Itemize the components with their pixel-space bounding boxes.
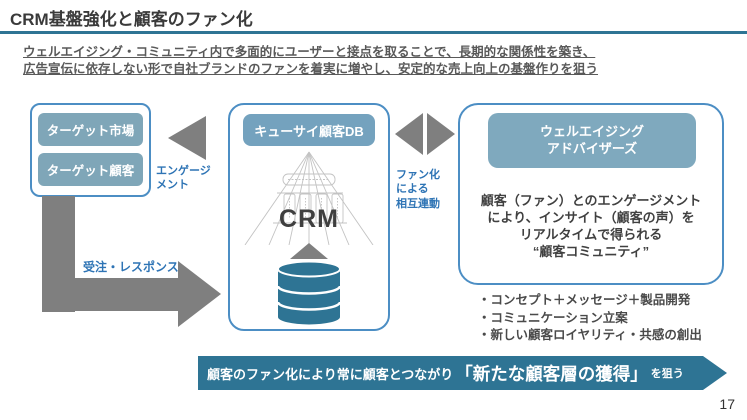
database-icon	[276, 260, 342, 325]
banner-arrow-icon	[703, 356, 727, 390]
advisors-description: 顧客（ファン）とのエンゲージメント により、インサイト（顧客の声）を リアルタイ…	[480, 193, 702, 259]
outcome-bullet-list: ・コンセプト＋メッセージ＋製品開発 ・コミュニケーション立案 ・新しい顧客ロイヤ…	[478, 292, 702, 345]
target-panel: ターゲット市場 ターゲット顧客	[30, 103, 151, 197]
fan-linkage-label: ファン化 による 相互連動	[396, 169, 440, 210]
engagement-label: エンゲージ メント	[156, 165, 211, 192]
banner-highlight: 「新たな顧客層の獲得」	[455, 363, 648, 384]
bullet-item: ・コンセプト＋メッセージ＋製品開発	[478, 293, 691, 307]
advisors-header: ウェルエイジング アドバイザーズ	[488, 113, 696, 168]
engagement-arrow-left-icon	[168, 116, 206, 160]
title-divider	[0, 31, 747, 34]
order-flow-arrowhead-icon	[178, 261, 221, 327]
crm-label: CRM	[279, 205, 339, 233]
orders-response-label: 受注・レスポンス	[83, 260, 179, 274]
fan-linkage-left-arrow-icon	[395, 113, 423, 155]
bullet-item: ・新しい顧客ロイヤリティ・共感の創出	[478, 328, 702, 342]
customer-db-header: キューサイ顧客DB	[243, 114, 375, 146]
slide-lead-text: ウェルエイジング・コミュニティ内で多面的にユーザーと接点を取ることで、長期的な関…	[23, 44, 735, 78]
lead-line-1: ウェルエイジング・コミュニティ内で多面的にユーザーと接点を取ることで、長期的な関…	[23, 45, 596, 59]
target-customer-box: ターゲット顧客	[38, 153, 143, 186]
bottom-banner: 顧客のファン化により常に顧客とつながり 「新たな顧客層の獲得」 を狙う	[198, 356, 703, 390]
advisors-panel: ウェルエイジング アドバイザーズ	[458, 103, 724, 285]
page-number: 17	[719, 396, 735, 412]
banner-text: 顧客のファン化により常に顧客とつながり	[207, 366, 454, 382]
crm-db-panel: キューサイ顧客DB	[228, 103, 390, 331]
slide-title: CRM基盤強化と顧客のファン化	[10, 10, 253, 29]
target-market-box: ターゲット市場	[38, 113, 143, 146]
order-flow-arrow-horizontal-bar	[42, 278, 178, 311]
bullet-item: ・コミュニケーション立案	[478, 310, 628, 325]
banner-suffix: を狙う	[650, 368, 684, 380]
crm-pyramid-graphic	[244, 151, 374, 245]
lead-line-2: 広告宣伝に依存しない形で自社ブランドのファンを着実に増やし、安定的な売上向上の基…	[23, 61, 599, 76]
arrow-up-icon	[290, 243, 328, 259]
fan-linkage-right-arrow-icon	[427, 113, 455, 155]
